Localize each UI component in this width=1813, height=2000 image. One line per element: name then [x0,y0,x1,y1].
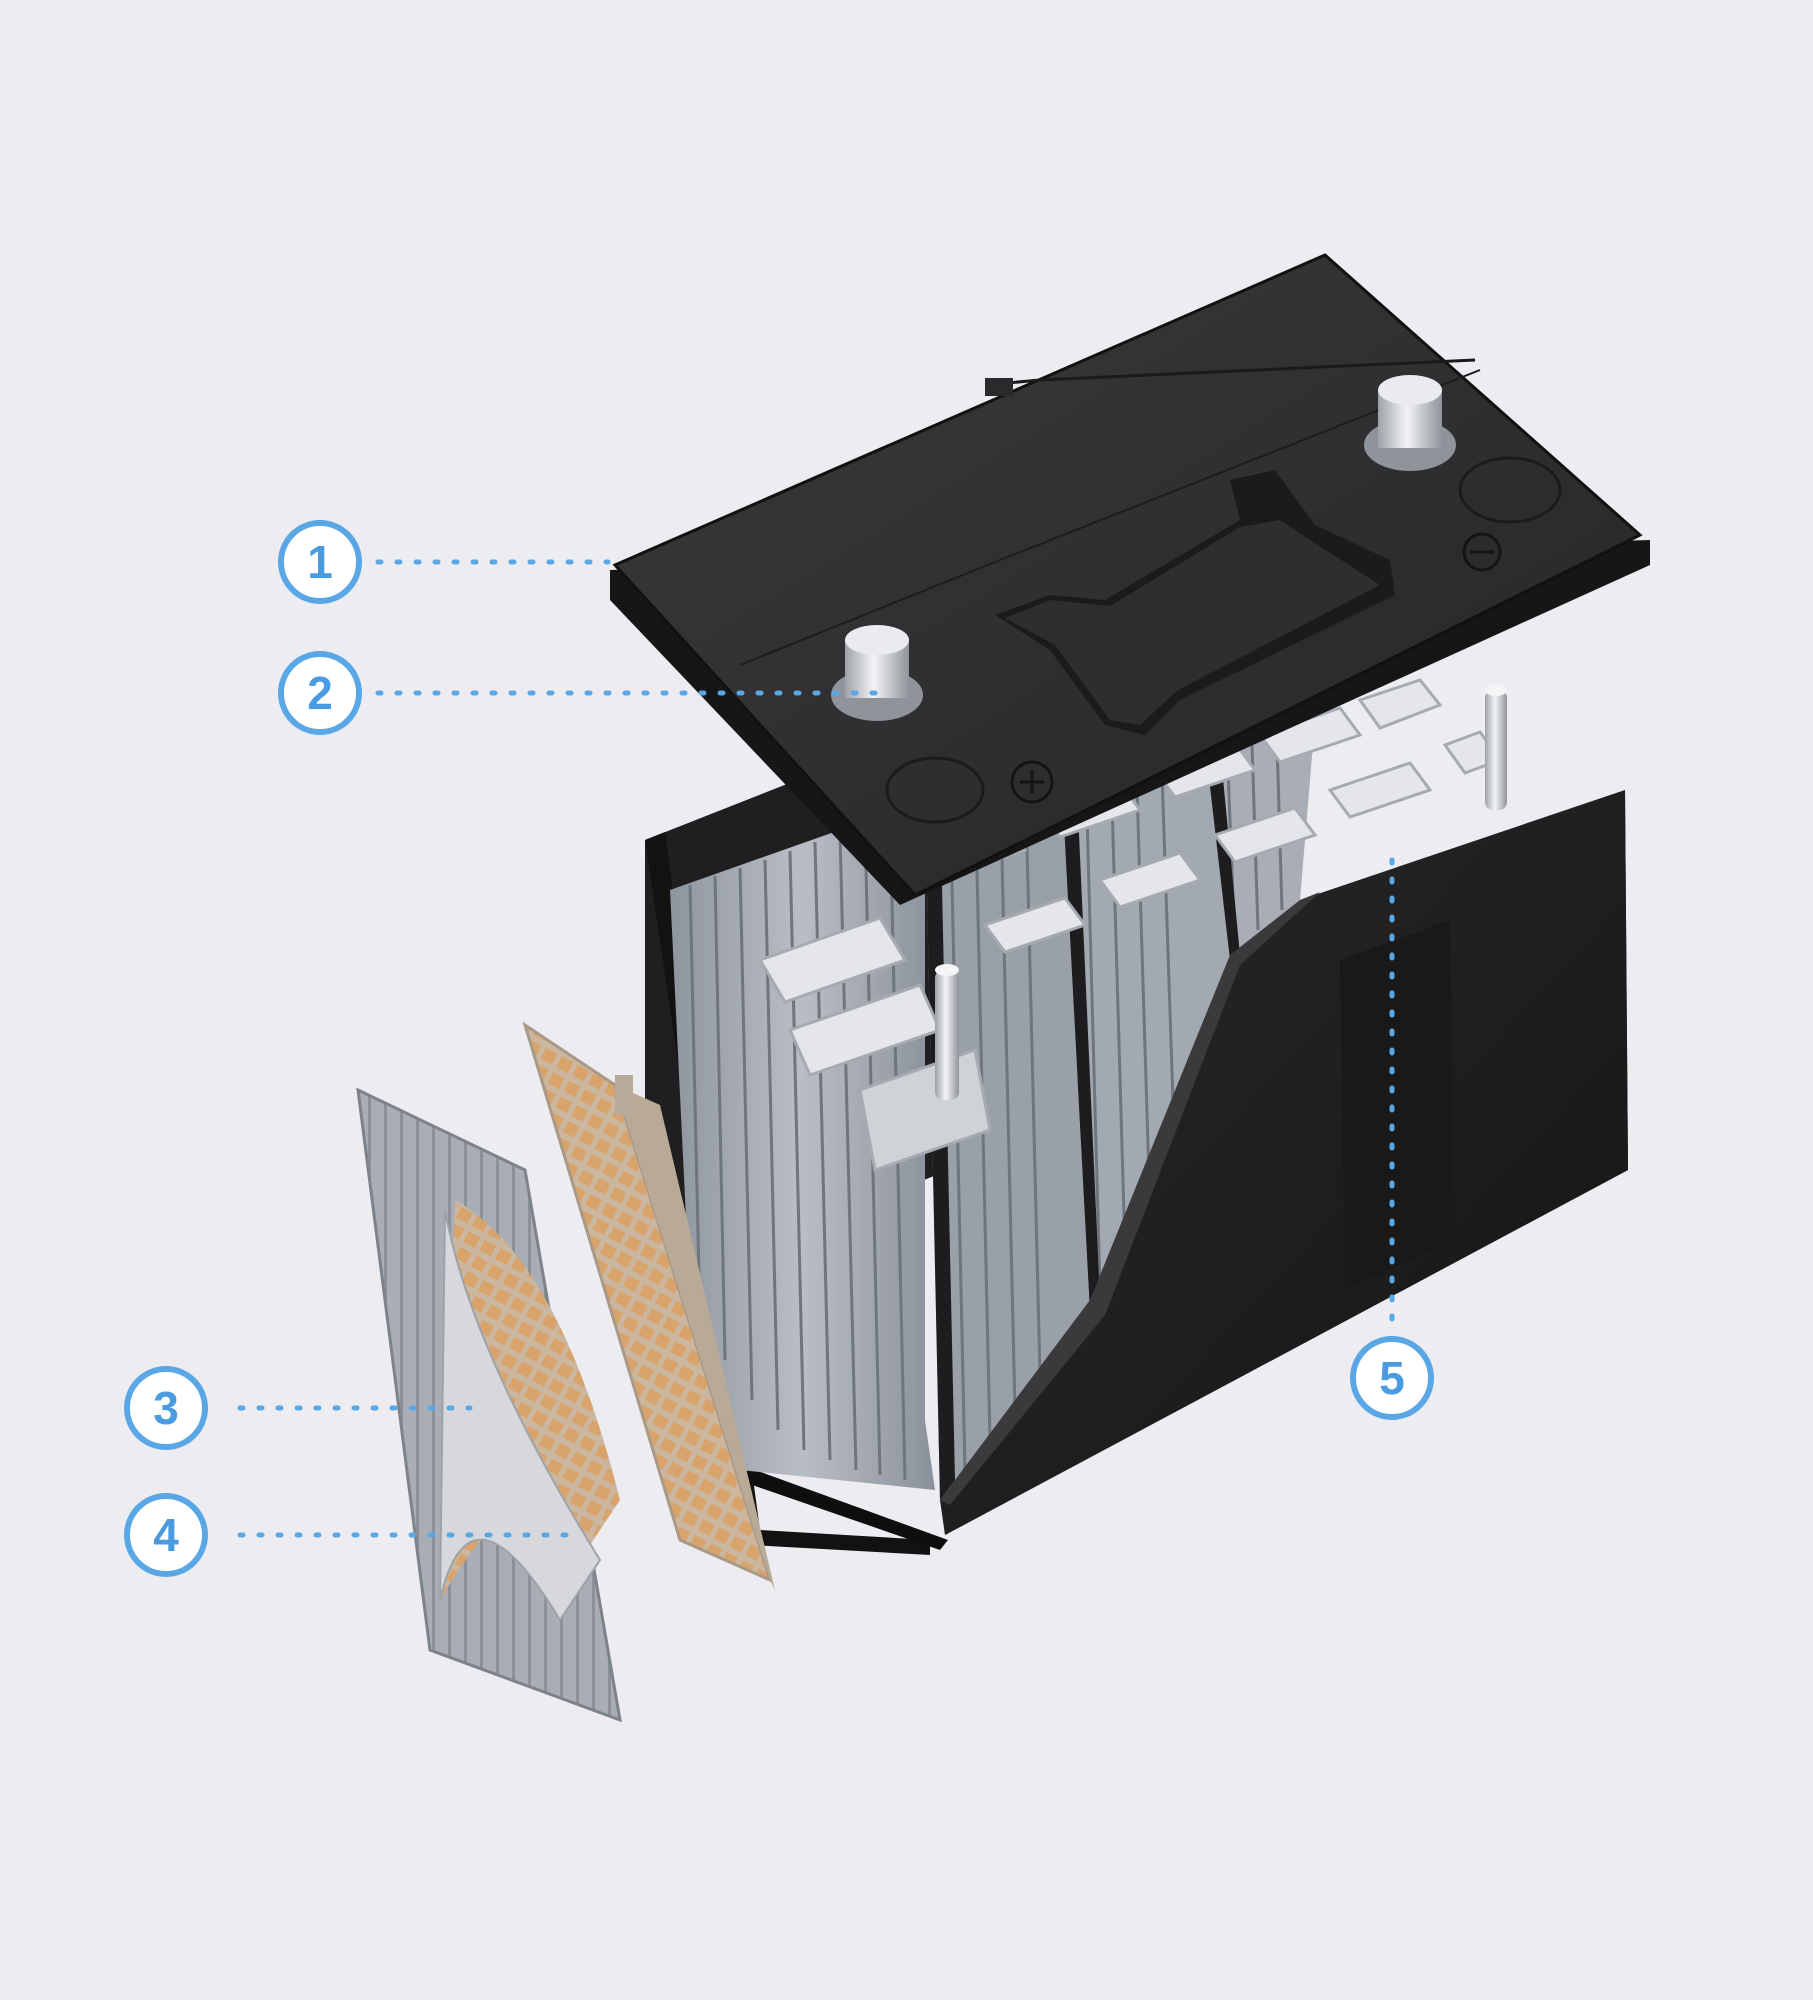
callout-2: 2 [278,651,362,735]
callout-3-number: 3 [153,1382,179,1434]
lead-grid-plate [522,1021,775,1590]
leader-lines [237,559,1395,1538]
callout-5: 5 [1350,1336,1434,1420]
callout-4-number: 4 [153,1509,179,1561]
internal-terminal-posts [935,684,1507,1100]
separator-envelope [356,1087,622,1723]
callout-5-number: 5 [1379,1352,1405,1404]
positive-terminal-post [831,625,923,721]
callout-1: 1 [278,520,362,604]
positive-symbol-icon [1010,760,1054,804]
negative-symbol-icon [1462,532,1502,572]
callout-2-number: 2 [307,667,333,719]
callout-1-number: 1 [307,536,333,588]
callout-4: 4 [124,1493,208,1577]
callout-3: 3 [124,1366,208,1450]
negative-terminal-post [1364,375,1456,471]
